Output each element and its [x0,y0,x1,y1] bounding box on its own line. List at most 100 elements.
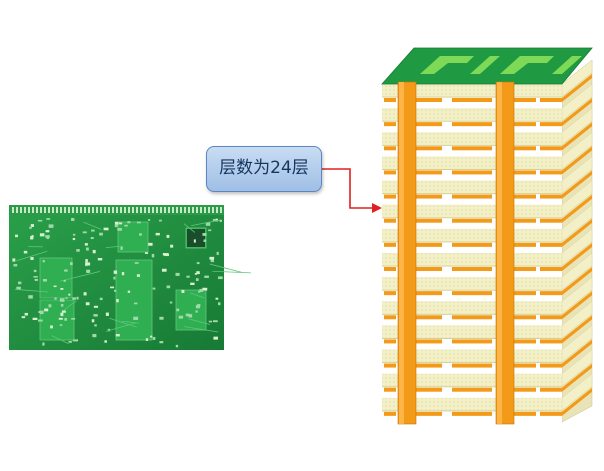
pcb-pad [85,262,91,266]
pcb-pad [218,302,221,306]
pcb-pad [71,218,75,221]
copper-trace [384,291,396,296]
pcb-pad [127,221,131,224]
pcb-pad [120,246,123,250]
pcb-pad [72,339,78,342]
pcb-pad [39,310,44,315]
copper-trace [514,122,536,127]
pcb-pad [193,239,196,243]
pcb-pad [203,239,207,242]
pcb-pad [91,229,95,232]
pcb-pad [28,295,33,299]
copper-trace [384,146,396,151]
copper-trace [452,339,492,344]
pcb-chip [175,289,207,331]
copper-trace [452,242,492,247]
side-copper [562,194,592,223]
laminate-layer [382,397,562,411]
laminate-layer [382,373,562,387]
pcb-pad [169,301,173,304]
copper-trace [514,146,536,151]
side-copper [562,387,592,416]
pcb-pad [144,252,149,254]
copper-trace [416,218,442,223]
pcb-pad [48,304,52,308]
pcb-pad [152,287,156,290]
pcb-pad [175,272,180,276]
pcb-pad [58,317,63,320]
arrow-head [372,203,382,213]
pcb-trace [190,292,205,299]
pcb-pad [97,257,103,261]
laminate-layer [382,301,562,314]
pcb-chip [115,259,153,341]
pcb-pad [60,288,64,290]
copper-trace [416,122,442,127]
side-copper [562,74,592,103]
copper-trace [540,387,562,392]
pcb-pad [159,316,164,320]
copper-trace [384,411,396,416]
pcb-pad [213,336,219,340]
pcb-pad [15,234,19,238]
pcb-pad [194,273,198,275]
pcb-pad [85,302,90,306]
pcb-pad [42,342,45,346]
pcb-pad [212,218,217,222]
pcb-pad [93,305,99,308]
copper-trace [452,363,492,368]
pcb-pad [103,227,109,231]
laminate-layer [382,156,562,169]
copper-trace [514,170,536,175]
pcb-pad [196,262,200,265]
copper-trace [384,98,396,103]
pcb-pad [45,235,50,238]
callout-arrow [322,168,382,213]
pcb-pad [136,274,141,277]
pcb-pad [166,285,171,289]
pcb-pad [150,335,153,338]
laminate-layer [382,349,562,363]
copper-trace [452,194,492,199]
pcb-pad [13,264,18,267]
laminate-layer [382,84,562,97]
pcb-pad [127,290,131,293]
copper-trace [452,267,492,272]
pcb-pad [195,278,199,281]
pcb-pad [114,224,118,228]
copper-trace [540,218,562,223]
pcb-pad [68,293,71,296]
copper-trace [452,98,492,103]
side-copper [562,291,592,320]
pcb-pad [197,290,201,293]
pcb-pad [72,297,76,300]
pcb-pad [205,222,211,226]
copper-trace [416,291,442,296]
copper-trace [514,242,536,247]
pcb-pad [161,268,167,272]
copper-trace [416,411,442,416]
copper-trace [514,315,536,320]
pcb-pad [68,340,72,343]
copper-trace [540,267,562,272]
laminate-layer [382,132,562,145]
laminate-layer [382,180,562,194]
side-copper [562,218,592,247]
pcb-pad [119,222,123,225]
pcb-board-image [9,205,251,350]
pcb-trace [63,300,77,311]
pcb-pad [212,320,218,323]
pcb-pad [124,224,128,227]
pcb-pad [133,302,138,305]
pcb-pad [72,233,76,236]
copper-trace [452,411,492,416]
side-copper [562,363,592,392]
pcb-pad [107,328,111,332]
pcb-pad [215,297,219,300]
pcb-pad [199,288,204,292]
pcb-pad [72,237,76,241]
pcb-pad [121,271,125,276]
pcb-pad [196,271,200,275]
copper-trace [452,146,492,151]
copper-trace [514,363,536,368]
